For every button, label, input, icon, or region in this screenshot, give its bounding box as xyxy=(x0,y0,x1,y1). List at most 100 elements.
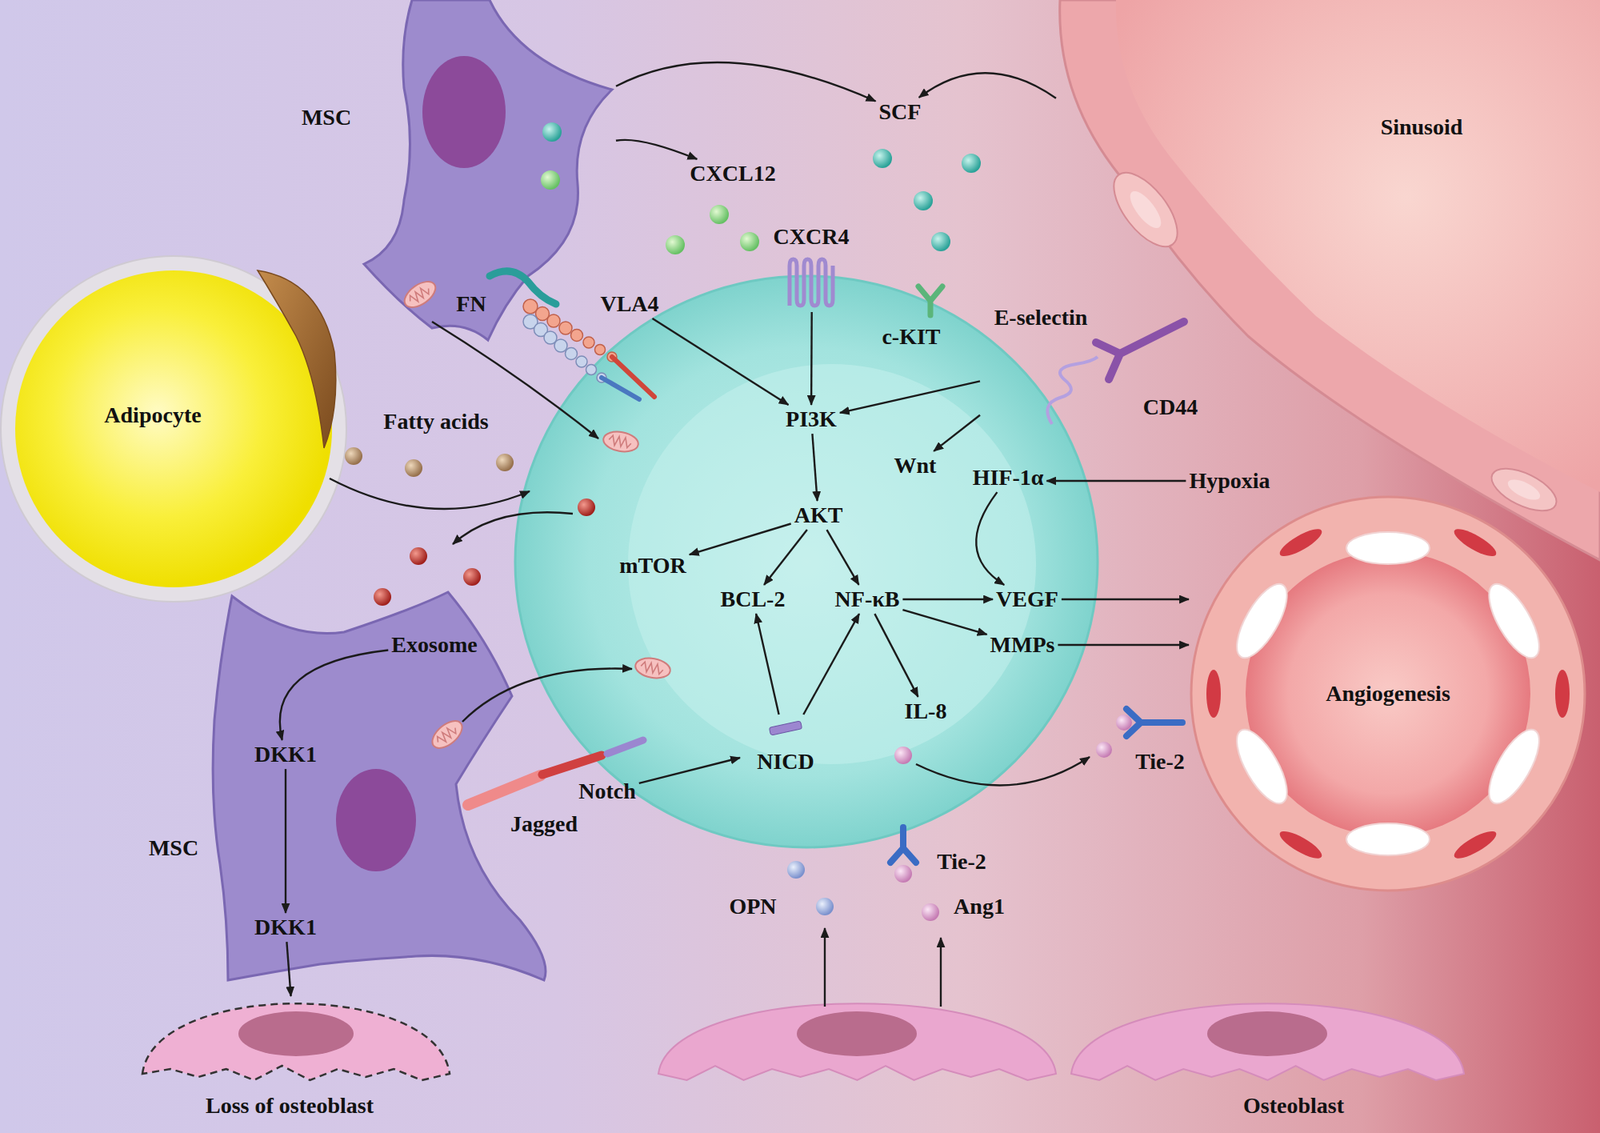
text-slot: Fatty acids xyxy=(383,408,488,435)
osteoblast-cell-part xyxy=(1207,1011,1328,1056)
node-label: AKT xyxy=(794,502,844,528)
node-label: CXCR4 xyxy=(773,224,850,250)
node-label: c-KIT xyxy=(881,324,940,350)
text-slot: Loss of osteoblast xyxy=(205,1092,374,1119)
text-slot: NF-κB xyxy=(835,586,900,612)
mitochondrion xyxy=(601,428,640,454)
msc-cell-part xyxy=(422,56,506,168)
mitochondrion xyxy=(601,428,640,454)
molecule-label: FN xyxy=(452,289,489,319)
node-label: CXCL12 xyxy=(689,160,776,187)
signal-arrow xyxy=(1061,598,1189,600)
cxcl12-dot xyxy=(709,204,729,224)
signal-arrow xyxy=(639,757,740,784)
node-label: Hypoxia xyxy=(1188,468,1270,494)
text-slot: Sinusoid xyxy=(1380,114,1464,140)
molecule-label: Hypoxia xyxy=(1185,466,1273,496)
integrin-chain xyxy=(571,329,584,342)
signal-arrow xyxy=(976,492,1004,585)
node-label: VLA4 xyxy=(600,291,659,317)
molecule-label: VEGF xyxy=(992,584,1062,614)
node-label: IL-8 xyxy=(904,698,948,724)
signal-arrow xyxy=(1057,644,1189,646)
blood-vessel-part xyxy=(1555,669,1570,718)
signal-arrow xyxy=(933,415,980,452)
mitochondrion xyxy=(633,655,672,680)
node-label: Notch xyxy=(578,778,636,804)
blood-vessel-part xyxy=(1276,524,1326,561)
signal-arrow xyxy=(840,380,980,413)
node-label: OPN xyxy=(728,893,776,920)
ckit-receptor xyxy=(918,286,943,316)
molecule-label: Exosome xyxy=(388,630,480,660)
transfer-arrow xyxy=(824,928,826,1007)
text-slot: SCF xyxy=(879,99,922,125)
signal-arrow xyxy=(902,598,993,600)
text-slot: PI3K xyxy=(785,406,837,432)
molecule-label: Fatty acids xyxy=(380,407,492,436)
node-label: FN xyxy=(456,291,486,317)
signal-arrow xyxy=(689,524,792,556)
text-slot: DKK1 xyxy=(254,741,317,768)
fatty-acid-dot xyxy=(344,447,363,465)
integrin-chain xyxy=(565,348,578,360)
ang1-dot xyxy=(894,714,1132,921)
signal-arrow xyxy=(616,140,697,160)
text-slot: Tie-2 xyxy=(1135,748,1185,775)
exosome-dot xyxy=(577,498,596,516)
molecule-label: NF-κB xyxy=(832,584,904,614)
node-label: Exosome xyxy=(391,632,477,658)
msc-cell-part xyxy=(336,768,416,872)
ang1-dot xyxy=(921,903,940,921)
scf-dot xyxy=(872,148,892,168)
transfer-arrow xyxy=(940,937,942,1007)
integrin-chain xyxy=(586,364,597,376)
ang1-dot xyxy=(894,864,912,883)
text-slot: Exosome xyxy=(391,632,477,658)
blood-vessel-part xyxy=(1206,669,1221,718)
signal-arrow xyxy=(874,613,918,697)
text-slot: E-selectin xyxy=(994,304,1088,331)
fatty-acid-dot xyxy=(344,447,514,477)
blood-vessel-part xyxy=(1191,496,1585,891)
signal-arrow xyxy=(756,613,780,715)
sinusoid-vessel-part xyxy=(1485,460,1564,520)
blood-vessel-part xyxy=(1451,826,1500,864)
text-slot: AKT xyxy=(794,502,844,528)
mitochondrion xyxy=(608,434,632,448)
cxcl12-dot xyxy=(540,170,560,190)
node-label: VEGF xyxy=(996,586,1059,612)
ang1-dot xyxy=(1096,741,1112,758)
transfer-arrow xyxy=(329,478,530,509)
text-slot: FN xyxy=(456,291,486,317)
node-label: Fatty acids xyxy=(383,408,488,435)
sinusoid-vessel-part xyxy=(1504,475,1543,504)
exosome-dot xyxy=(409,547,428,565)
signal-arrow xyxy=(1046,480,1186,482)
osteoblast-cell xyxy=(796,1011,917,1056)
molecule-label: MMPs xyxy=(987,630,1059,660)
node-label: Sinusoid xyxy=(1380,114,1464,140)
node-label: BCL-2 xyxy=(720,586,786,612)
sinusoid-vessel-outline xyxy=(1056,0,1600,576)
signal-arrow xyxy=(812,433,817,501)
mitochondrion xyxy=(640,660,664,675)
text-slot: CXCR4 xyxy=(773,224,850,250)
signal-arrow xyxy=(284,768,287,913)
text-slot: OPN xyxy=(728,893,776,920)
sinusoid-vessel-part xyxy=(1102,162,1190,258)
nicd-fragment xyxy=(768,720,802,736)
node-label: Osteoblast xyxy=(1243,1092,1344,1119)
sinusoid-vessel-part xyxy=(1124,186,1167,233)
molecule-label: HIF-1α xyxy=(969,463,1048,492)
signal-arrow xyxy=(616,62,876,101)
blood-vessel-part xyxy=(1346,823,1430,856)
ang1-dot xyxy=(1116,714,1132,731)
tie2-receptor xyxy=(1126,708,1183,736)
integrin-tail xyxy=(601,377,640,400)
text-slot: CXCL12 xyxy=(689,160,776,187)
osteoblast-cell: Osteoblast xyxy=(1064,996,1472,1128)
scf-dot xyxy=(542,122,562,142)
